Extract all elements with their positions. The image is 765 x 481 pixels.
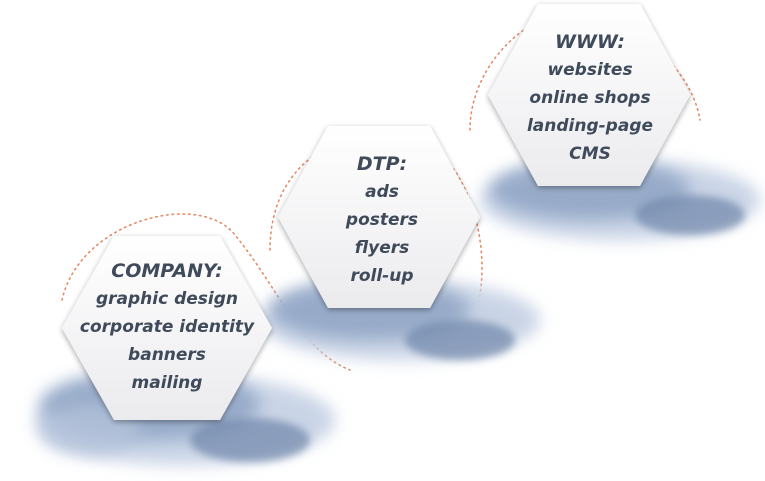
service-item: landing-page	[526, 116, 654, 136]
hexagon-title: COMPANY:	[111, 260, 223, 282]
service-item: roll-up	[350, 266, 414, 286]
service-item: websites	[547, 60, 633, 80]
hexagon-dtp	[278, 126, 480, 308]
cloud-dtp	[260, 280, 540, 360]
service-item: posters	[345, 210, 419, 230]
hexagon-company	[62, 236, 272, 420]
hexagon-www	[488, 4, 690, 186]
service-item: CMS	[569, 144, 611, 164]
dotted-path-www	[469, 13, 701, 131]
hexagon-dtp-content: DTP: ads posters flyers roll-up	[282, 150, 482, 290]
service-item: mailing	[131, 373, 203, 393]
service-item: graphic design	[95, 289, 239, 309]
hexagon-www-content: WWW: websites online shops landing-page …	[490, 28, 690, 168]
service-item: corporate identity	[79, 317, 255, 337]
service-item: banners	[128, 345, 206, 365]
hexagon-title: WWW:	[555, 31, 625, 53]
hexagon-title: DTP:	[356, 153, 408, 175]
service-item: ads	[365, 182, 399, 202]
service-item: online shops	[529, 88, 651, 108]
hexagon-company-content: COMPANY: graphic design corporate identi…	[67, 257, 267, 397]
service-item: flyers	[354, 238, 410, 258]
